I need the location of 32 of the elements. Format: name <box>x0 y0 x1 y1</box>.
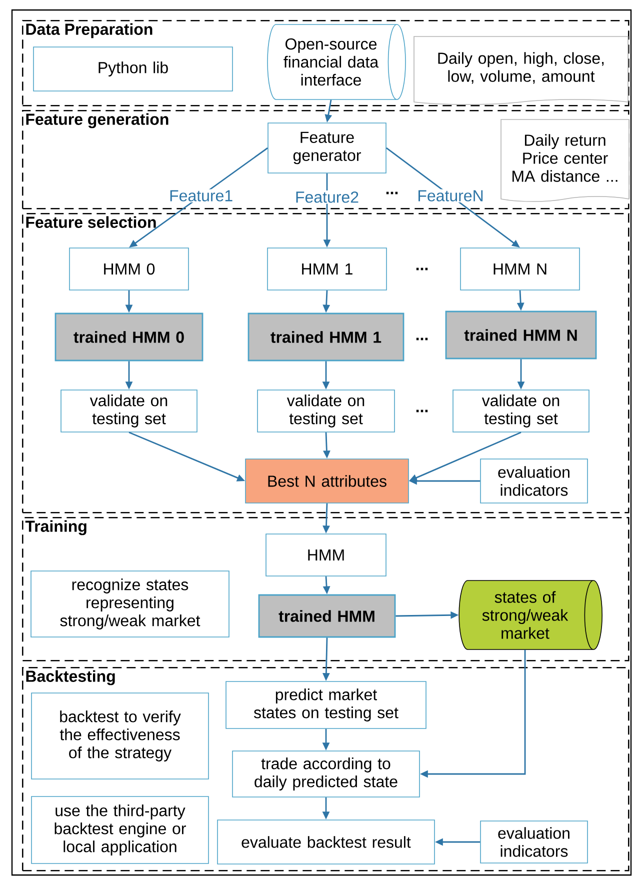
process-box: validate on testing set <box>60 390 198 432</box>
model-box: trained HMM 0 <box>54 312 204 362</box>
edge-label: Feature1 <box>168 189 234 202</box>
process-box: use the third-party backtest engine or local application <box>31 796 209 864</box>
process-box: trade according to daily predicted state <box>232 750 420 798</box>
process-box: Feature generator <box>268 122 386 174</box>
process-box: validate on testing set <box>257 390 395 432</box>
process-box: validate on testing set <box>452 390 590 432</box>
ellipsis: ... <box>386 192 398 194</box>
edge-label: FeatureN <box>416 189 485 202</box>
process-box: evaluation indicators <box>480 458 588 504</box>
process-box: evaluate backtest result <box>217 820 435 864</box>
model-box: trained HMM <box>258 594 396 638</box>
process-box: recognize states representing strong/weak market <box>30 570 230 638</box>
process-box: Python lib <box>33 46 233 92</box>
node-label: Daily return Price center MA distance ... <box>512 134 618 182</box>
model-box: trained HMM N <box>445 310 597 360</box>
data-cylinder: states of strong/weak market <box>458 580 602 650</box>
process-box: evaluation indicators <box>480 820 588 864</box>
ellipsis: ... <box>416 338 428 340</box>
ellipsis: ... <box>416 268 428 270</box>
ellipsis: ... <box>416 410 428 412</box>
process-box: HMM 1 <box>267 248 387 290</box>
data-cylinder: Open-source financial data interface <box>267 24 406 100</box>
result-box: Best N attributes <box>245 458 409 504</box>
model-box: trained HMM 1 <box>248 312 404 362</box>
process-box: HMM 0 <box>69 248 189 290</box>
process-box: HMM N <box>460 248 580 290</box>
process-box: backtest to verify the effectiveness of the strategy <box>31 692 209 780</box>
process-box: predict market states on testing set <box>226 681 426 729</box>
edge-label: Feature2 <box>294 190 360 204</box>
process-box: HMM <box>266 534 386 576</box>
